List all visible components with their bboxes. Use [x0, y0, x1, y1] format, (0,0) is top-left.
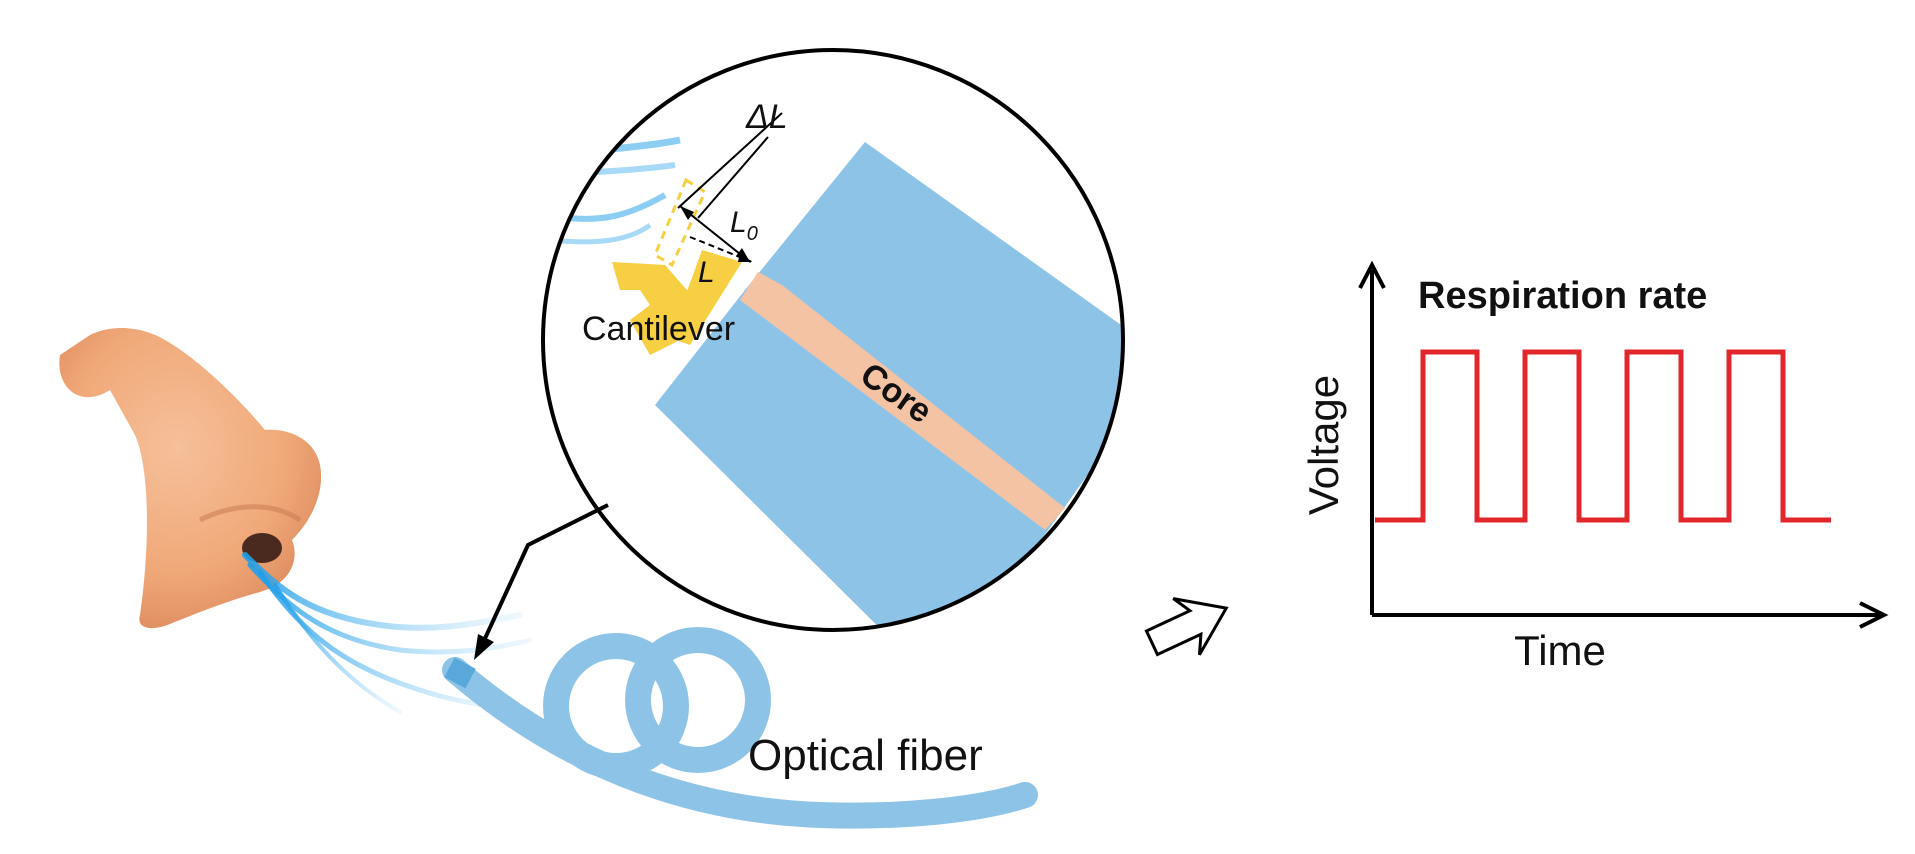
fiber-tail [442, 657, 1038, 829]
l-label: L [698, 256, 715, 289]
arrowhead [680, 206, 694, 220]
arrowhead [736, 248, 750, 262]
nose-wing-shade [198, 504, 302, 523]
l-dimension-line [679, 205, 751, 263]
magnified-view: ΔL L0 L Cantilever Core [474, 48, 1125, 660]
callout-line [480, 503, 609, 646]
airflow-streams [242, 552, 533, 714]
fiber-loop [625, 627, 771, 773]
cantilever-label: Cantilever [582, 310, 735, 348]
magnifier-outline [541, 48, 1125, 632]
delta-l-extension-line [677, 112, 783, 209]
x-axis-arrowhead [1859, 601, 1889, 629]
nose-illustration [59, 328, 322, 629]
callout-arrowhead [474, 634, 494, 660]
nose-shape [59, 328, 322, 629]
respiration-chart: Respiration rate Time Voltage [1300, 260, 1889, 674]
y-axis-arrowhead [1358, 260, 1386, 289]
y-axis-label: Voltage [1300, 375, 1347, 515]
nostril [242, 533, 282, 563]
x-axis-label: Time [1514, 627, 1606, 674]
fiber-tip [444, 657, 476, 689]
signal-series [1375, 349, 1831, 523]
process-arrow-icon [1144, 597, 1229, 657]
fiber-core [740, 272, 1065, 530]
l0-label: L0 [730, 206, 758, 245]
delta-l-extension-line [697, 136, 769, 219]
airflow-stream [273, 583, 402, 714]
airflow-stream [549, 222, 652, 245]
delta-l-label: ΔL [745, 98, 788, 136]
optical-fiber [442, 627, 1038, 829]
chart-title: Respiration rate [1418, 275, 1707, 317]
optical-fiber-label: Optical fiber [748, 731, 983, 780]
fiber-loop [543, 633, 689, 779]
l0-subscript: 0 [747, 223, 758, 245]
l0-main: L [730, 206, 747, 239]
cantilever-body [612, 262, 700, 355]
